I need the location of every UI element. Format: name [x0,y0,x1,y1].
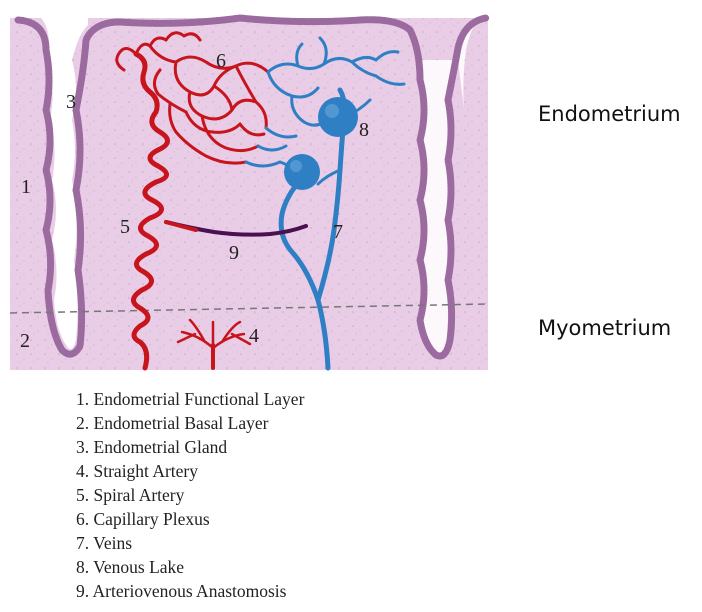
endometrium-label: Endometrium [538,102,681,126]
legend: 1. Endometrial Functional Layer 2. Endom… [76,387,304,603]
legend-item-gland: 3. Endometrial Gland [76,435,304,459]
label-number-4: 4 [249,325,259,347]
label-number-7: 7 [333,221,343,243]
legend-item-capillary-plexus: 6. Capillary Plexus [76,507,304,531]
legend-item-spiral-artery: 5. Spiral Artery [76,483,304,507]
label-number-5: 5 [120,216,130,238]
label-number-2: 2 [20,330,30,352]
label-number-6: 6 [216,50,226,72]
myometrium-label: Myometrium [538,316,671,340]
legend-item-straight-artery: 4. Straight Artery [76,459,304,483]
label-number-1: 1 [21,176,31,198]
legend-item-veins: 7. Veins [76,531,304,555]
label-number-8: 8 [359,119,369,141]
legend-item-functional-layer: 1. Endometrial Functional Layer [76,387,304,411]
label-number-3: 3 [66,91,76,113]
legend-item-venous-lake: 8. Venous Lake [76,555,304,579]
label-number-9: 9 [229,242,239,264]
legend-item-basal-layer: 2. Endometrial Basal Layer [76,411,304,435]
legend-item-anastomosis: 9. Arteriovenous Anastomosis [76,579,304,603]
